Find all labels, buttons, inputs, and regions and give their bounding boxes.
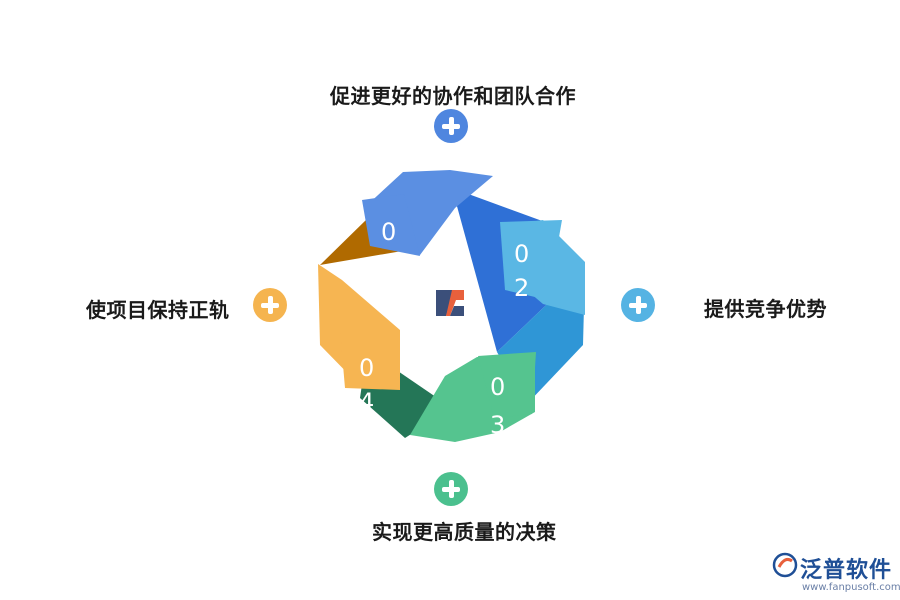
arrow-04-head: [340, 330, 400, 390]
brand-name: 泛普软件: [800, 558, 893, 583]
label-left: 使项目保持正轨: [86, 298, 230, 322]
arrow-02-head: [500, 220, 562, 300]
number-01-digit-2: 1: [381, 256, 396, 284]
plus-icon-right: [621, 288, 655, 322]
plus-icon-bottom: [434, 472, 468, 506]
center-logo-icon: [436, 290, 464, 316]
label-bottom: 实现更高质量的决策: [372, 520, 557, 544]
number-04-digit-1: 0: [359, 354, 374, 382]
label-top: 促进更好的协作和团队合作: [330, 84, 576, 108]
brand-logo-icon: [772, 552, 798, 578]
number-03-digit-1: 0: [490, 373, 505, 401]
brand-url: www.fanpusoft.com: [802, 582, 900, 593]
number-03-digit-2: 3: [490, 411, 505, 439]
number-04-digit-2: 4: [359, 388, 374, 416]
plus-icon-top: [434, 109, 468, 143]
number-01-digit-1: 0: [381, 218, 396, 246]
label-right: 提供竞争优势: [704, 297, 827, 321]
arrow-01-head: [362, 194, 420, 256]
number-02-digit-1: 0: [514, 240, 529, 268]
plus-icon-left: [253, 288, 287, 322]
arrow-03-head: [478, 352, 536, 418]
number-02-digit-2: 2: [514, 274, 529, 302]
